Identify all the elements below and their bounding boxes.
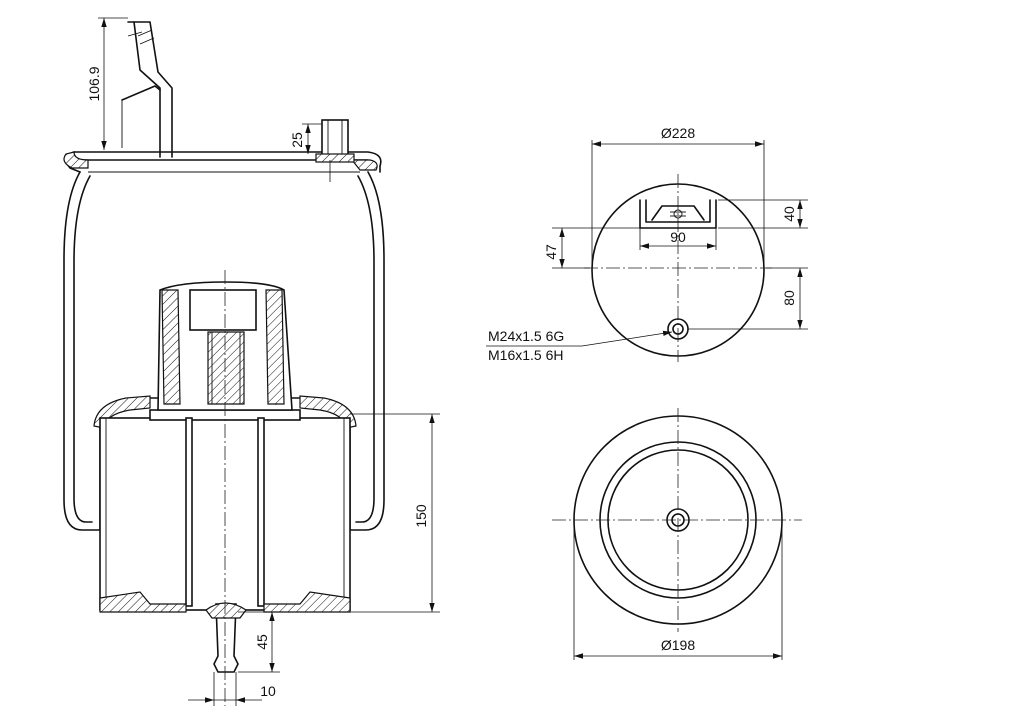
label-150: 150 — [413, 504, 429, 528]
top-mounting-bracket — [121, 21, 173, 158]
label-106-9: 106.9 — [86, 66, 102, 101]
dim-port-offset: 80 — [688, 267, 808, 330]
dim-stem-length: 45 — [238, 611, 280, 673]
top-plate-view: Ø228 40 90 47 80 — [486, 125, 808, 363]
side-section-view: 106.9 25 150 45 — [63, 17, 440, 706]
rubber-bellows — [63, 171, 385, 531]
label-45: 45 — [254, 634, 270, 650]
dim-bracket-width: 90 — [639, 228, 717, 250]
label-25: 25 — [289, 132, 305, 148]
dim-top-diameter: Ø228 — [591, 125, 765, 266]
dim-bottom-diameter: Ø198 — [573, 520, 783, 660]
dim-bracket-offset: 47 — [543, 227, 640, 269]
label-d228: Ø228 — [661, 125, 695, 141]
label-10: 10 — [260, 683, 276, 699]
dim-stud-height: 25 — [289, 123, 331, 182]
label-47: 47 — [543, 244, 559, 260]
label-40: 40 — [781, 206, 797, 222]
label-80: 80 — [781, 290, 797, 306]
label-thread-m24: M24x1.5 6G — [488, 328, 564, 344]
label-thread-m16: M16x1.5 6H — [488, 347, 563, 363]
top-plate — [63, 151, 382, 173]
dim-top-mount-height: 106.9 — [86, 17, 128, 150]
bottom-view: Ø198 — [552, 408, 802, 660]
bottom-stem — [205, 602, 247, 673]
dim-stem-diameter: 10 — [188, 672, 276, 706]
dim-bracket-depth: 40 — [718, 199, 808, 229]
thread-callout: M24x1.5 6G M16x1.5 6H — [486, 328, 673, 363]
mounting-stud — [315, 119, 355, 163]
bracket-profile — [639, 199, 717, 229]
label-d198: Ø198 — [661, 637, 695, 653]
label-90: 90 — [670, 229, 686, 245]
dim-piston-height: 150 — [350, 413, 440, 613]
